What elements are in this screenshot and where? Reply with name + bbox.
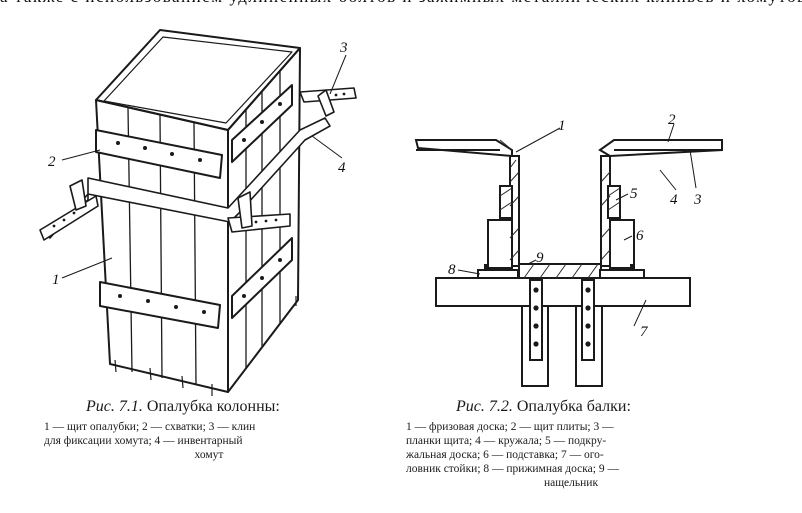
fig2-legend: 1 — фризовая доска; 2 — щит плиты; 3 — п… bbox=[406, 420, 736, 490]
fig1-callout-2: 2 bbox=[48, 154, 56, 170]
fig2-caption-text: Опалубка балки: bbox=[516, 398, 631, 415]
fig2-callout-6: 6 bbox=[636, 228, 644, 244]
fig2-callout-1: 1 bbox=[558, 118, 566, 134]
fig2-legend-line: планки щита; 4 — кружала; 5 — подкру- bbox=[406, 435, 607, 447]
fig1-legend-line: для фиксации хомута; 4 — инвентарный bbox=[44, 435, 243, 447]
fig2-callout-7: 7 bbox=[640, 324, 649, 340]
fig1-caption-text: Опалубка колонны: bbox=[146, 398, 280, 415]
fig1-callout-3: 3 bbox=[339, 40, 348, 56]
fig2-caption-title: Рис. 7.2. Опалубка балки: bbox=[456, 398, 631, 416]
fig2-legend-line: ловник стойки; 8 — прижимная доска; 9 — bbox=[406, 463, 619, 475]
fig2-callout-9: 9 bbox=[536, 250, 544, 266]
post-head-plank bbox=[435, 277, 691, 307]
wedge-right bbox=[237, 191, 253, 229]
fig1-caption-label: Рис. 7.1. bbox=[86, 398, 143, 415]
fig1-caption-title: Рис. 7.1. Опалубка колонны: bbox=[86, 398, 280, 416]
cut-off-text-line: а также с использованием удлиненных болт… bbox=[0, 0, 802, 9]
fig2-legend-line: нащельник bbox=[543, 477, 599, 489]
support-left bbox=[487, 219, 513, 269]
fig2-legend-line: жальная доска; 6 — подставка; 7 — ого- bbox=[406, 449, 604, 461]
fig1-callout-4: 4 bbox=[338, 160, 346, 176]
fig2-callout-3: 3 bbox=[693, 192, 702, 208]
slab-panel-right bbox=[598, 139, 723, 158]
fig2-callout-4: 4 bbox=[670, 192, 678, 208]
fig1-legend-line: хомут bbox=[194, 449, 224, 461]
fig1-legend: 1 — щит опалубки; 2 — схватки; 3 — клин … bbox=[44, 420, 374, 462]
fig1-callout-1: 1 bbox=[52, 272, 60, 288]
wedge-top bbox=[317, 89, 335, 117]
clamp-collar-band bbox=[43, 117, 331, 239]
column-right-face bbox=[227, 47, 301, 393]
fig2-callout-2: 2 bbox=[668, 112, 676, 128]
front-upper-clamp-bar bbox=[95, 129, 223, 179]
fig2-callout-8: 8 bbox=[448, 262, 456, 278]
fig2-legend-line: 1 — фризовая доска; 2 — щит плиты; 3 — bbox=[406, 421, 614, 433]
support-right bbox=[609, 219, 635, 269]
fig1-legend-line: 1 — щит опалубки; 2 — схватки; 3 — клин bbox=[44, 421, 256, 433]
slab-panel-left bbox=[414, 139, 513, 158]
front-lower-clamp-bar bbox=[99, 281, 221, 329]
beam-bottom-board bbox=[518, 263, 602, 279]
fig2-caption-label: Рис. 7.2. bbox=[456, 398, 513, 415]
fig2-callout-5: 5 bbox=[630, 186, 638, 202]
wedge-left bbox=[69, 179, 87, 211]
